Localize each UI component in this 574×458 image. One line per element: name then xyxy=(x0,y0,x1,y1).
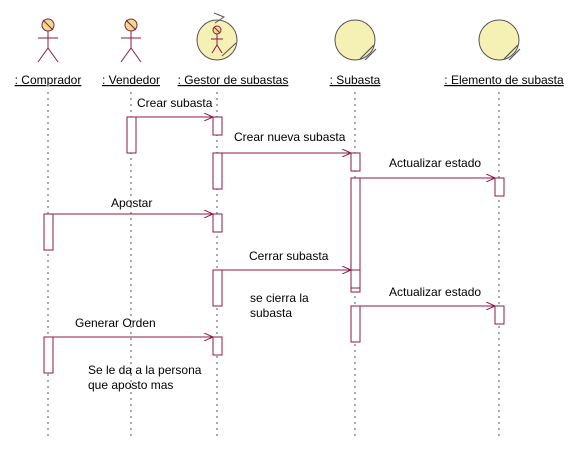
participant-label: : Vendedor xyxy=(102,73,160,87)
message-actualizar-estado-1[interactable]: Actualizar estado xyxy=(360,156,495,178)
message-label: Crear nueva subasta xyxy=(234,130,346,144)
note-line: se cierra la xyxy=(250,291,309,305)
participant-comprador[interactable]: : Comprador xyxy=(15,18,82,87)
message-label: Generar Orden xyxy=(75,316,156,330)
message-label: Crear subasta xyxy=(137,96,213,110)
participant-label: : Subasta xyxy=(330,73,381,87)
message-label: Actualizar estado xyxy=(389,285,481,299)
participant-label: : Elemento de subasta xyxy=(444,73,564,87)
message-crear-subasta[interactable]: Crear subasta xyxy=(136,96,213,117)
note-se-cierra-la-subasta: se cierra la subasta xyxy=(250,291,309,320)
lifelines xyxy=(47,92,500,438)
message-cerrar-subasta[interactable]: Cerrar subasta xyxy=(222,249,351,270)
participant-vendedor[interactable]: : Vendedor xyxy=(102,18,160,87)
note-line: que aposto mas xyxy=(88,378,173,392)
actor-icon xyxy=(120,18,142,63)
activation-bar xyxy=(212,336,223,356)
messages: Crear subasta Crear nueva subasta Actual… xyxy=(53,96,495,337)
activation-bar xyxy=(43,336,54,374)
message-actualizar-estado-2[interactable]: Actualizar estado xyxy=(360,285,495,306)
activation-bar xyxy=(350,269,361,289)
participant-elemento[interactable]: : Elemento de subasta xyxy=(444,19,564,87)
activation-bar xyxy=(212,116,223,136)
activation-bar xyxy=(212,152,223,190)
message-label: Apostar xyxy=(111,196,152,210)
activation-bar xyxy=(350,305,361,343)
activation-bar xyxy=(494,305,505,325)
activation-bar xyxy=(126,116,137,154)
message-generar-orden[interactable]: Generar Orden xyxy=(53,316,213,337)
control-icon xyxy=(196,12,238,61)
message-apostar[interactable]: Apostar xyxy=(53,196,213,214)
participant-label: : Gestor de subastas xyxy=(178,73,289,87)
activations xyxy=(43,116,505,374)
message-crear-nueva-subasta[interactable]: Crear nueva subasta xyxy=(222,130,351,153)
activation-bar xyxy=(350,152,361,172)
activation-bar xyxy=(494,177,505,197)
activation-bar xyxy=(350,177,361,293)
participant-label: : Comprador xyxy=(15,73,82,87)
note-line: subasta xyxy=(250,306,292,320)
actor-icon xyxy=(37,18,59,63)
activation-bar xyxy=(212,269,223,307)
activation-bar xyxy=(43,213,54,251)
message-label: Actualizar estado xyxy=(389,156,481,170)
note-line: Se le da a la persona xyxy=(88,363,202,377)
participant-subasta[interactable]: : Subasta xyxy=(330,19,381,87)
entity-icon xyxy=(334,19,377,61)
entity-icon xyxy=(478,19,521,61)
note-se-le-da-a-la-persona: Se le da a la persona que aposto mas xyxy=(88,363,202,392)
message-label: Cerrar subasta xyxy=(249,249,329,263)
activation-bar xyxy=(212,213,223,233)
participant-gestor[interactable]: : Gestor de subastas xyxy=(178,12,289,87)
